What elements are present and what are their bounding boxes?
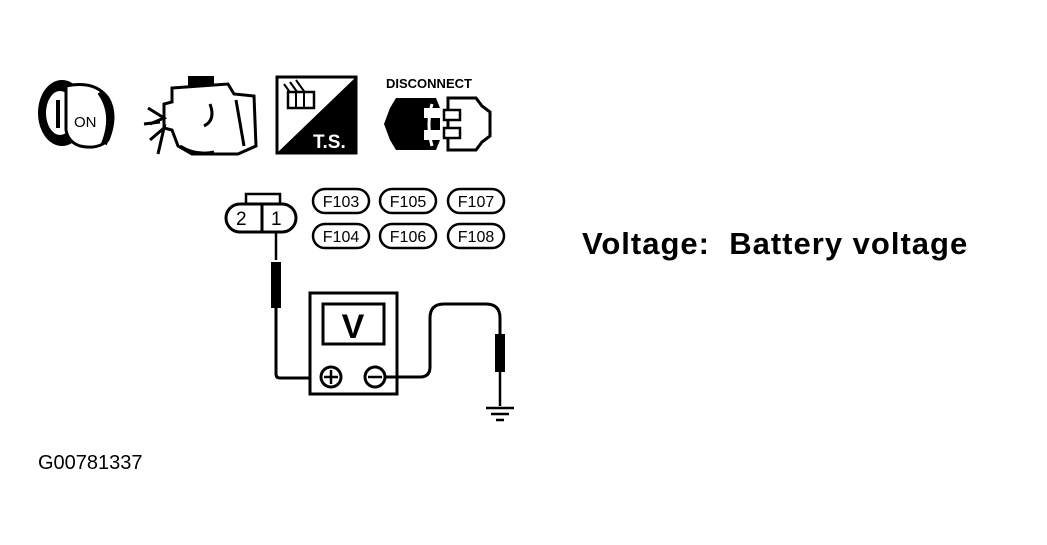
voltmeter-label: V (342, 308, 365, 346)
connector-code-badge: F104 (311, 222, 371, 250)
ground-icon (486, 406, 514, 422)
connector-code-badge: F105 (378, 187, 438, 215)
negative-terminal-icon (363, 365, 387, 389)
svg-text:F107: F107 (458, 194, 495, 211)
negative-probe-lead (385, 302, 505, 406)
voltage-spec-label: Voltage: (582, 226, 710, 261)
positive-probe-lead (271, 232, 318, 380)
engine-running-icon (143, 76, 258, 156)
figure-id: G00781337 (38, 452, 143, 474)
svg-text:F103: F103 (323, 194, 360, 211)
ts-icon: T.S. (275, 75, 358, 155)
ignition-key-on-icon: ON (38, 80, 115, 149)
svg-text:F108: F108 (458, 229, 495, 246)
connector-codes: F103 F105 F107 F104 F106 F108 (311, 187, 506, 250)
positive-terminal-icon (319, 365, 343, 389)
connector-code-badge: F103 (311, 187, 371, 215)
ignition-label: ON (74, 114, 97, 131)
voltage-spec-value: Battery voltage (729, 226, 969, 261)
disconnect-label: DISCONNECT (386, 76, 472, 91)
disconnect-icon: DISCONNECT (384, 76, 492, 152)
connector-pin-1: 1 (271, 209, 282, 230)
connector-code-badge: F108 (446, 222, 506, 250)
connector-pin-2: 2 (236, 209, 247, 230)
connector-code-badge: F107 (446, 187, 506, 215)
ts-label: T.S. (313, 132, 346, 153)
svg-text:F104: F104 (323, 229, 360, 246)
connector-code-badge: F106 (378, 222, 438, 250)
voltmeter: V (308, 291, 399, 396)
voltage-spec: Voltage: Battery voltage (582, 226, 968, 262)
svg-text:F106: F106 (390, 229, 427, 246)
svg-text:F105: F105 (390, 194, 427, 211)
harness-connector: 2 1 (224, 192, 298, 234)
